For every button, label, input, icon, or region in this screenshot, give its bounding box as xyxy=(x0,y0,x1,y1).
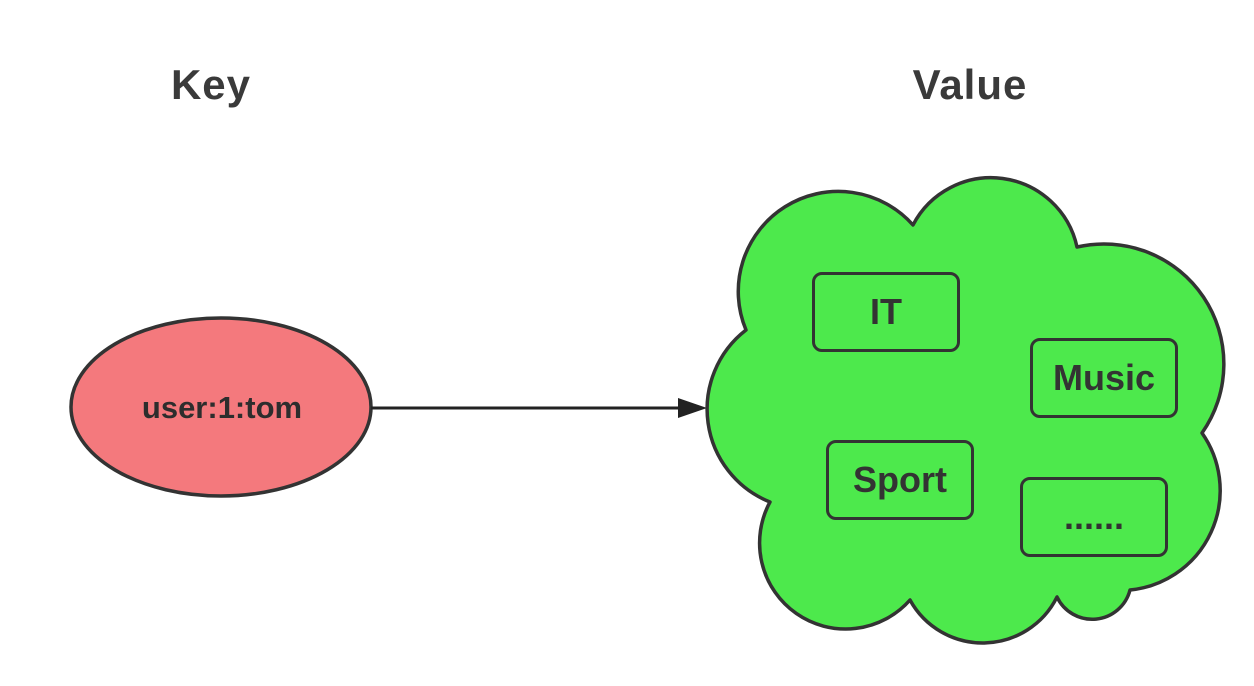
value-heading: Value xyxy=(912,61,1028,108)
arrow-head-icon xyxy=(678,398,707,418)
key-heading: Key xyxy=(170,61,252,108)
key-node-label: user:1:tom xyxy=(141,390,303,425)
value-item-more: ...... xyxy=(1020,477,1168,557)
value-item-sport: Sport xyxy=(826,440,974,520)
value-item-it: IT xyxy=(812,272,960,352)
value-item-music: Music xyxy=(1030,338,1178,418)
